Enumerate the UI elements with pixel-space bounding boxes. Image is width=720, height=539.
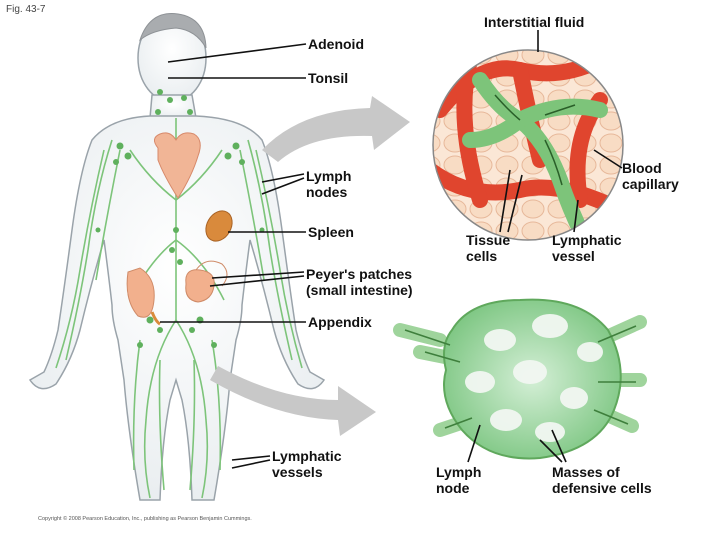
label-lymph-nodes-line2: nodes (306, 184, 348, 200)
tissue-closeup-circle (432, 49, 624, 241)
label-interstitial-fluid: Interstitial fluid (484, 14, 585, 30)
label-lymphatic-vessels-line2: vessels (272, 464, 323, 480)
label-masses-line2: defensive cells (552, 480, 652, 496)
zoom-arrow-upper (262, 96, 410, 162)
label-blood-capillary: Blood capillary (622, 160, 679, 192)
leader-lines-body (160, 43, 307, 469)
label-lymphatic-vessels: Lymphatic vessels (272, 448, 342, 480)
leader-lines-tissue (499, 30, 623, 233)
label-lymph-node-line1: Lymph (436, 464, 482, 480)
label-blood-capillary-line2: capillary (622, 176, 679, 192)
label-lymph-nodes-line1: Lymph (306, 168, 352, 184)
figure-id: Fig. 43-7 (6, 4, 46, 15)
label-masses-line1: Masses of (552, 464, 620, 480)
label-adenoid: Adenoid (308, 36, 364, 52)
lymph-node-closeup (393, 298, 647, 460)
label-tissue-cells-line2: cells (466, 248, 498, 264)
label-lymphatic-vessel: Lymphatic vessel (552, 232, 622, 264)
label-blood-capillary-line1: Blood (622, 160, 662, 176)
label-lymphatic-vessel-line2: vessel (552, 248, 595, 264)
label-peyers-patches: Peyer's patches (small intestine) (306, 266, 413, 298)
leader-lines-node (467, 424, 567, 463)
label-tonsil: Tonsil (308, 70, 349, 86)
label-lymphatic-vessel-line1: Lymphatic (552, 232, 622, 248)
label-tissue-cells: Tissue cells (466, 232, 510, 264)
label-tissue-cells-line1: Tissue (466, 232, 511, 248)
label-peyers-line1: Peyer's patches (306, 266, 413, 282)
label-appendix: Appendix (308, 314, 372, 330)
label-masses-of-defensive-cells: Masses of defensive cells (552, 464, 652, 496)
label-lymphatic-vessels-line1: Lymphatic (272, 448, 342, 464)
copyright-text: Copyright © 2008 Pearson Education, Inc.… (38, 516, 252, 522)
human-body-figure (28, 13, 326, 501)
label-peyers-line2: (small intestine) (306, 282, 413, 298)
label-lymph-node-line2: node (436, 480, 470, 496)
label-lymph-nodes: Lymph nodes (306, 168, 351, 200)
label-spleen: Spleen (308, 224, 354, 240)
zoom-arrow-lower (210, 366, 376, 436)
label-lymph-node: Lymph node (436, 464, 481, 496)
